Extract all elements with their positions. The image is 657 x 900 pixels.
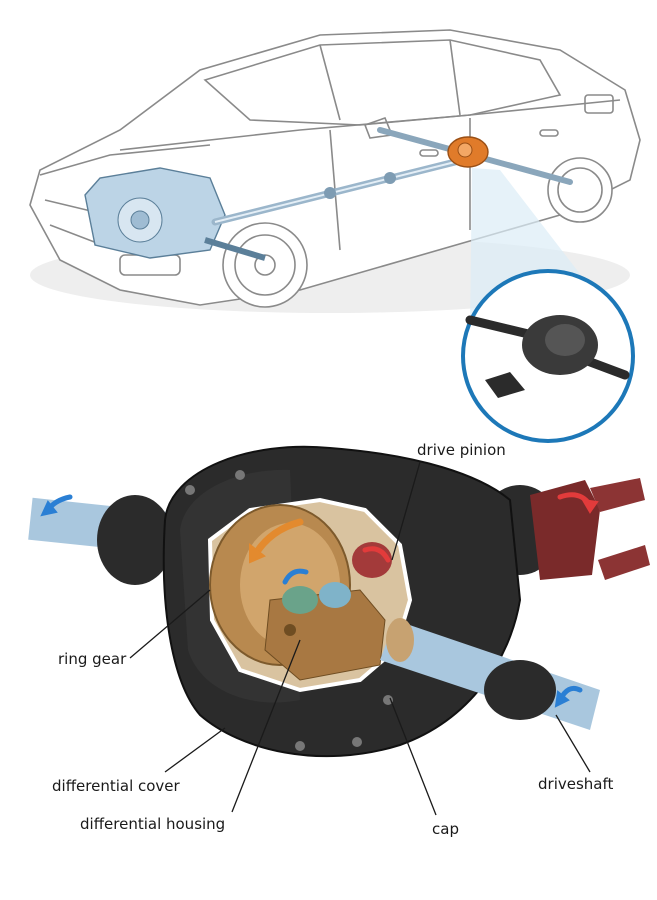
label-differential-cover: differential cover [52, 777, 180, 795]
label-ring-gear: ring gear [58, 650, 127, 668]
label-drive-pinion: drive pinion [417, 441, 506, 459]
label-driveshaft: driveshaft [538, 775, 614, 793]
differential-cutaway [28, 445, 650, 758]
drivetrain-illustration [84, 127, 573, 261]
label-differential-housing: differential housing [80, 815, 226, 833]
leader-lines [129, 461, 591, 816]
differential-inset-icon [461, 269, 635, 443]
label-cap: cap [432, 820, 459, 838]
rotation-arrow-icon [40, 492, 599, 708]
